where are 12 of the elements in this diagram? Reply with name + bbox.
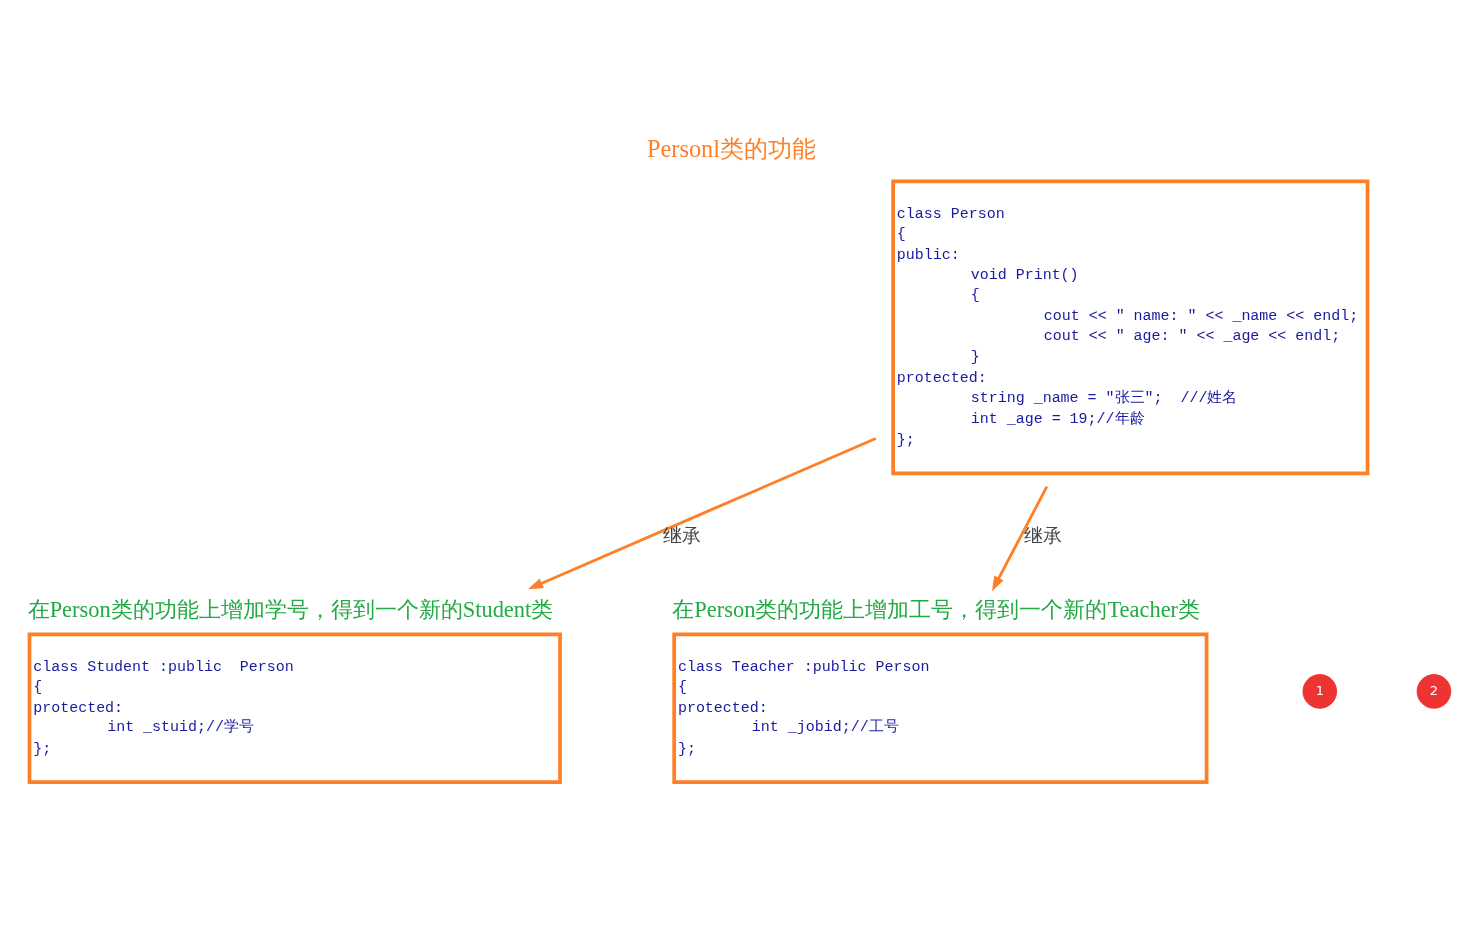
node-label: 在Person类的功能上增加工号，得到一个新的Teacher类 xyxy=(672,596,1201,622)
edge-label: 继承 xyxy=(663,524,702,546)
diagram-title: Personl类的功能 xyxy=(647,134,816,162)
node-label: 在Person类的功能上增加学号，得到一个新的Student类 xyxy=(27,596,554,622)
node-box: class Student :public Person { protected: int _stuid;//学号 }; xyxy=(27,632,562,785)
label: 2 xyxy=(1429,682,1439,698)
node-box: class Person { public: void Print() { cout << " name: " << _name << endl; cout << " age: " << _age << endl; } protected: string _name = "张三"; ///姓名 int _age = 19;//年龄 }; xyxy=(891,179,1370,476)
arrow xyxy=(991,486,1049,592)
node-box: class Teacher :public Person { protected: int _jobid;//工号 }; xyxy=(672,632,1209,785)
arrow xyxy=(527,437,877,590)
edge-label: 继承 xyxy=(1024,524,1063,546)
label: 1 xyxy=(1315,682,1324,698)
